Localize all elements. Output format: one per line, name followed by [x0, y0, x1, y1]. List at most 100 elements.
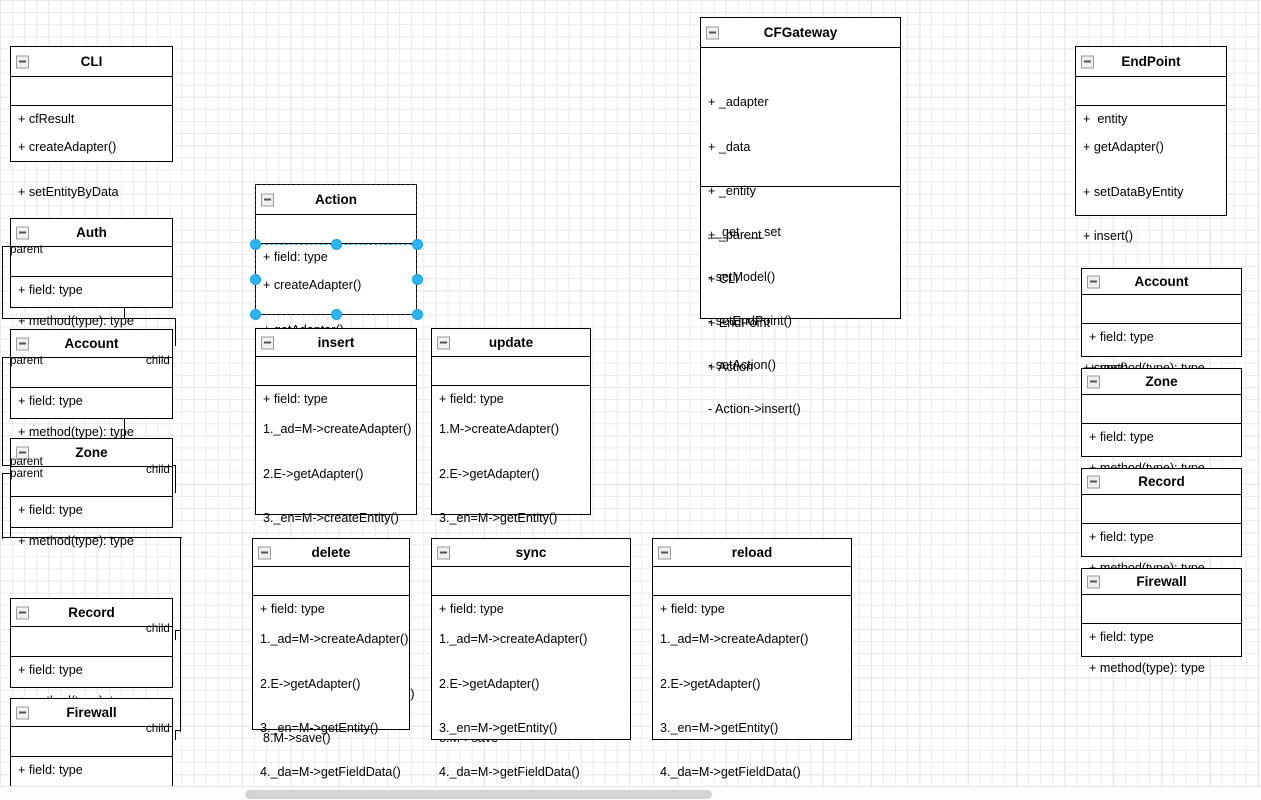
attribute-row: + _entity — [708, 183, 756, 198]
class-box-account-left[interactable]: Account + field: type + method(type): ty… — [10, 329, 173, 439]
operation-row: + method(type): type — [18, 314, 134, 329]
operation-row: 3._en=M->getEntity() — [439, 720, 558, 735]
minus-box-icon[interactable] — [437, 336, 450, 349]
class-box-firewall-right[interactable]: Firewall + field: type + method(type): t… — [1081, 568, 1242, 675]
class-title: Action — [315, 191, 357, 207]
attribute-row: + field: type — [1089, 430, 1154, 445]
horizontal-scrollbar[interactable] — [0, 786, 1261, 800]
minus-box-icon[interactable] — [16, 337, 29, 350]
class-title: insert — [317, 334, 355, 350]
class-box-record-right[interactable]: Record + field: type + method(type): typ… — [1081, 468, 1242, 575]
selection-handle-middle-right[interactable] — [412, 274, 423, 285]
selection-handle-bottom-right[interactable] — [412, 309, 423, 320]
minus-box-icon[interactable] — [437, 546, 450, 559]
attribute-row: + field: type — [1089, 530, 1154, 545]
minus-box-icon[interactable] — [658, 546, 671, 559]
class-attributes: + field: type — [1082, 495, 1241, 544]
selection-handle-top-left[interactable] — [250, 239, 261, 250]
class-attributes: + field: type — [256, 357, 416, 406]
minus-box-icon[interactable] — [1081, 55, 1094, 68]
operation-row: + setEntityByData — [18, 184, 119, 199]
class-box-endpoint[interactable]: EndPoint + entity + getAdapter() + setDa… — [1075, 46, 1227, 419]
class-box-auth[interactable]: Auth + field: type + method(type): type — [10, 218, 173, 328]
class-header-cfgateway: CFGateway — [701, 18, 900, 48]
selection-handle-top-center[interactable] — [331, 239, 342, 250]
minus-box-icon[interactable] — [16, 55, 29, 68]
operation-row: + method(type): type — [1089, 661, 1205, 676]
operation-row: __get , __set — [708, 225, 781, 240]
operation-row: 4._da=M->getFieldData() — [660, 764, 801, 779]
operation-row: 2.E->getAdapter() — [439, 466, 540, 481]
class-box-cfgateway[interactable]: CFGateway + _adapter + _data + _entity +… — [700, 17, 901, 416]
minus-box-icon[interactable] — [261, 193, 274, 206]
operation-row: + insert() — [1083, 228, 1134, 243]
class-attributes: + field: type — [1082, 295, 1241, 344]
minus-box-icon[interactable] — [16, 446, 29, 459]
minus-box-icon[interactable] — [16, 606, 29, 619]
class-header-account-left: Account — [11, 330, 172, 358]
minus-box-icon[interactable] — [16, 226, 29, 239]
minus-box-icon[interactable] — [706, 26, 719, 39]
operation-row: 3._en=M->getEntity() — [260, 720, 379, 735]
role-label-child-firewall: child — [146, 722, 170, 735]
class-box-reload[interactable]: reload + field: type 1._ad=M->createAdap… — [652, 538, 852, 779]
operation-row: 1._ad=M->createAdapter() — [660, 632, 809, 647]
minus-box-icon[interactable] — [16, 706, 29, 719]
class-box-account-right[interactable]: Account + field: type + method(type): ty… — [1081, 268, 1242, 375]
attribute-row: + cfResult — [18, 112, 75, 127]
selection-handle-bottom-left[interactable] — [250, 309, 261, 320]
class-header-update: update — [432, 329, 590, 357]
class-operations: + method(type): type — [11, 277, 172, 365]
class-title: CLI — [80, 53, 103, 69]
role-label-parent-auth: parent — [10, 243, 43, 256]
selection-handle-top-right[interactable] — [412, 239, 423, 250]
class-box-sync[interactable]: sync + field: type 1._ad=M->createAdapte… — [431, 538, 631, 779]
minus-box-icon[interactable] — [261, 336, 274, 349]
connector-zone-account-seg1 — [175, 465, 176, 493]
operation-row: - setModel() — [708, 269, 776, 284]
class-header-record-right: Record — [1082, 469, 1241, 495]
minus-box-icon[interactable] — [258, 546, 271, 559]
class-box-insert[interactable]: insert + field: type 1._ad=M->createAdap… — [255, 328, 417, 745]
connector-firewall-zone-seg2 — [175, 730, 181, 731]
attribute-row: + CLI — [708, 271, 739, 286]
class-attributes: + field: type — [11, 727, 172, 777]
attribute-row: + field: type — [260, 602, 325, 617]
operation-row: + setDataByEntity — [1083, 184, 1184, 199]
operation-row: 2.E->getAdapter() — [660, 676, 761, 691]
minus-box-icon[interactable] — [1087, 475, 1100, 488]
class-attributes: + field: type — [1082, 595, 1241, 644]
class-header-action: Action — [256, 185, 416, 215]
class-box-firewall-left[interactable]: Firewall + field: type + method(type): t… — [10, 698, 173, 800]
selection-handle-bottom-center[interactable] — [331, 309, 342, 320]
class-operations: 1._ad=M->createAdapter() 2.E->getAdapter… — [253, 596, 409, 800]
operation-row: 4._da=M->getFieldData() — [260, 764, 401, 779]
attribute-row: + field: type — [18, 503, 83, 518]
operation-row: - setAction() — [708, 357, 776, 372]
class-title: Record — [1138, 473, 1185, 489]
class-operations: 1._ad=M->createAdapter() 2.E->getAdapter… — [653, 596, 851, 800]
class-box-record-left[interactable]: Record + field: type + method(type): typ… — [10, 598, 173, 708]
scrollbar-thumb[interactable] — [245, 790, 712, 799]
minus-box-icon[interactable] — [1087, 275, 1100, 288]
class-box-zone-right[interactable]: Zone + field: type + method(type): type — [1081, 368, 1242, 475]
attribute-row: + field: type — [660, 602, 725, 617]
minus-box-icon[interactable] — [1087, 375, 1100, 388]
class-attributes: + field: type — [11, 358, 172, 408]
class-title: sync — [515, 544, 547, 560]
minus-box-icon[interactable] — [1087, 575, 1100, 588]
class-title: Zone — [1145, 373, 1178, 389]
connector-account-auth-seg6 — [2, 246, 16, 247]
connector-zone-account-seg5 — [2, 357, 3, 466]
class-box-update[interactable]: update + field: type 1.M->createAdapter(… — [431, 328, 591, 745]
selection-handle-middle-left[interactable] — [250, 274, 261, 285]
class-header-reload: reload — [653, 539, 851, 567]
operation-row: 3._en=M->getEntity() — [439, 510, 558, 525]
class-box-cli[interactable]: CLI + cfResult + createAdapter() + setEn… — [10, 46, 173, 243]
class-attributes: + field: type — [653, 567, 851, 616]
class-box-zone-left[interactable]: Zone + field: type + method(type): type — [10, 438, 173, 548]
class-operations: + method(type): type — [1082, 624, 1241, 712]
class-box-delete[interactable]: delete + field: type 1._ad=M->createAdap… — [252, 538, 410, 779]
class-attributes: + field: type — [432, 567, 630, 616]
